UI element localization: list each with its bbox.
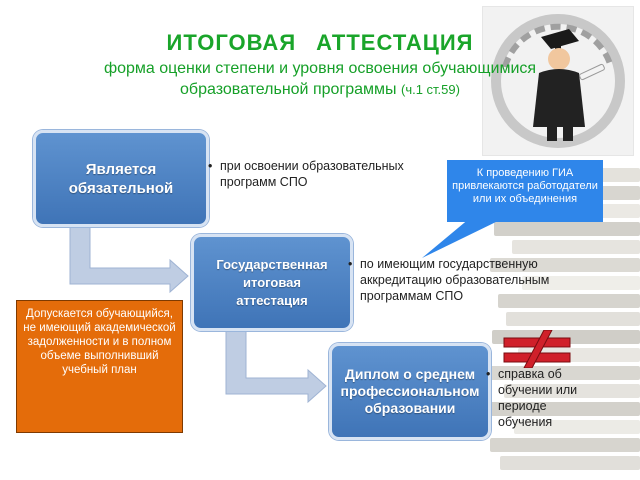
flow-arrow-1: [69, 221, 189, 294]
page-subtitle: форма оценки степени и уровня освоения о…: [40, 58, 600, 100]
employers-callout: К проведению ГИА привлекаются работодате…: [447, 160, 603, 222]
subtitle-line-2: образовательной программы: [180, 81, 397, 98]
graduate-logo: [482, 6, 634, 156]
callout-tail: [422, 218, 500, 258]
book-stack-decoration: [490, 160, 640, 480]
bullet-dot-icon: •: [208, 159, 213, 173]
step-mandatory-bullet: • при освоении образовательных программ …: [208, 159, 404, 189]
admission-note: Допускается обучающийся, не имеющий акад…: [16, 300, 183, 433]
graduate-figure-icon: [491, 14, 625, 148]
title-word-2: АТТЕСТАЦИЯ: [316, 30, 474, 55]
step-diploma-bullet: • справка об обучении или периоде обучен…: [486, 367, 578, 429]
not-equal-icon: [503, 330, 571, 368]
page-title: ИТОГОВАЯ АТТЕСТАЦИЯ: [0, 30, 640, 56]
subtitle-reference: (ч.1 ст.59): [400, 82, 460, 97]
title-word-1: ИТОГОВАЯ: [166, 30, 297, 55]
flow-arrow-2: [225, 325, 327, 404]
bullet-dot-icon: •: [348, 257, 353, 271]
step-state-attestation-bullet: • по имеющим государственную аккредитаци…: [348, 257, 550, 303]
bullet-dot-icon: •: [486, 367, 491, 381]
subtitle-line-1: форма оценки степени и уровня освоения о…: [103, 60, 537, 77]
